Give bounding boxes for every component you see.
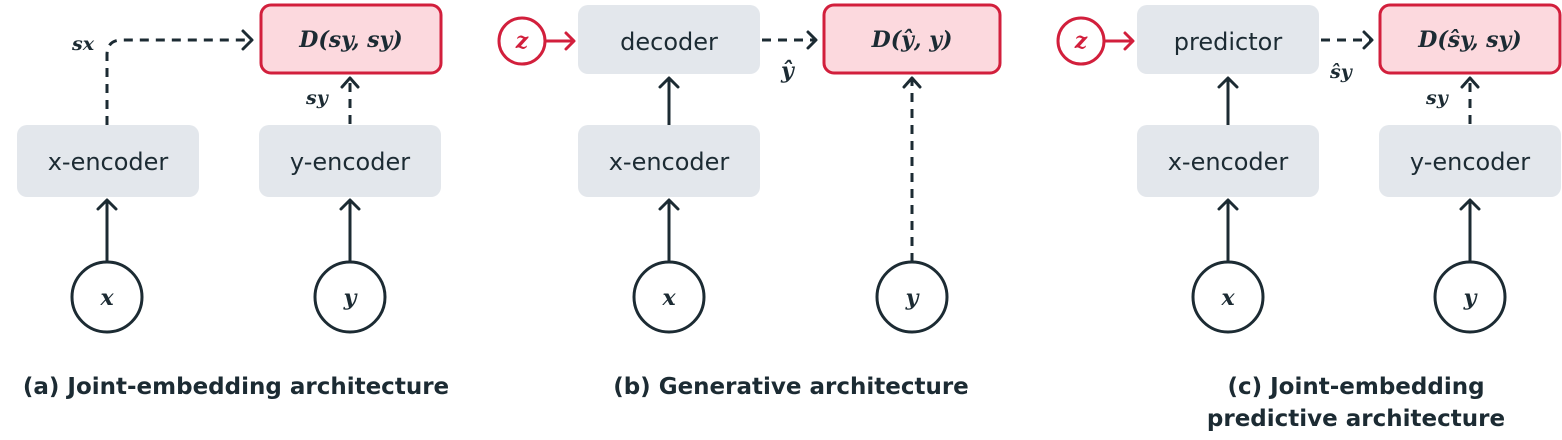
arrow-y-to-distance xyxy=(902,76,922,262)
x-encoder-box xyxy=(17,125,199,197)
latent-z-label: z xyxy=(515,28,529,54)
shat-label: ŝy xyxy=(1329,61,1354,83)
panel-a: x-encoder y-encoder D(sy, sy) x y sx xyxy=(17,3,449,400)
arrow-y-to-encoder xyxy=(339,198,361,262)
input-x-label: x xyxy=(661,285,676,311)
distance-box xyxy=(822,3,1002,75)
input-y-label: y xyxy=(1463,285,1479,311)
distance-label: D(ŷ, y) xyxy=(871,27,953,53)
predictor-label: predictor xyxy=(1174,28,1283,56)
arrow-x-to-encoder xyxy=(1217,198,1239,262)
predictor-box xyxy=(1137,5,1319,74)
decoder-box xyxy=(578,5,760,74)
x-encoder-box xyxy=(1137,125,1319,197)
y-encoder-box xyxy=(259,125,441,197)
x-encoder-box xyxy=(578,125,760,197)
arrow-x-to-encoder xyxy=(658,198,680,262)
x-encoder-label: x-encoder xyxy=(609,148,730,176)
x-encoder-label: x-encoder xyxy=(1168,148,1289,176)
input-x-label: x xyxy=(1220,285,1235,311)
decoder-label: decoder xyxy=(620,28,718,56)
y-encoder-label: y-encoder xyxy=(290,148,410,176)
arrow-yhat-to-distance xyxy=(762,30,818,50)
distance-box xyxy=(259,3,443,75)
caption-c-line1: (c) Joint-embedding xyxy=(1227,374,1484,400)
distance-label: D(sy, sy) xyxy=(298,27,402,53)
input-y-label: y xyxy=(343,285,359,311)
arrow-x-to-encoder xyxy=(96,198,118,262)
arrow-z-to-predictor xyxy=(1104,31,1135,51)
caption-b: (b) Generative architecture xyxy=(613,374,969,400)
sy-label: sy xyxy=(305,87,330,109)
yhat-label: ŷ xyxy=(780,58,796,84)
panel-b: z decoder x-encoder D(ŷ, y) x y ŷ xyxy=(497,3,1002,400)
sx-label: sx xyxy=(71,33,95,55)
arrow-encoder-to-predictor xyxy=(1217,76,1239,125)
arrow-sy-to-distance xyxy=(1460,76,1480,124)
arrow-shat-to-distance xyxy=(1321,30,1374,50)
arrow-sx-to-distance xyxy=(105,29,254,125)
arrow-y-to-encoder xyxy=(1459,198,1481,262)
input-x-label: x xyxy=(99,285,114,311)
sy-label: sy xyxy=(1425,87,1450,109)
x-encoder-label: x-encoder xyxy=(48,148,169,176)
arrow-z-to-decoder xyxy=(545,31,576,51)
arrow-sy-to-distance xyxy=(340,76,360,124)
latent-z-label: z xyxy=(1074,28,1088,54)
y-encoder-box xyxy=(1379,125,1561,197)
input-y-label: y xyxy=(905,285,921,311)
caption-c-line2: predictive architecture xyxy=(1207,406,1505,432)
caption-a: (a) Joint-embedding architecture xyxy=(23,374,449,400)
arrow-encoder-to-decoder xyxy=(658,76,680,125)
distance-label: D(ŝy, sy) xyxy=(1417,27,1521,53)
panel-c: z predictor x-encoder y-encoder D(ŝy, sy… xyxy=(1056,3,1562,432)
y-encoder-label: y-encoder xyxy=(1410,148,1530,176)
distance-box xyxy=(1378,3,1562,75)
